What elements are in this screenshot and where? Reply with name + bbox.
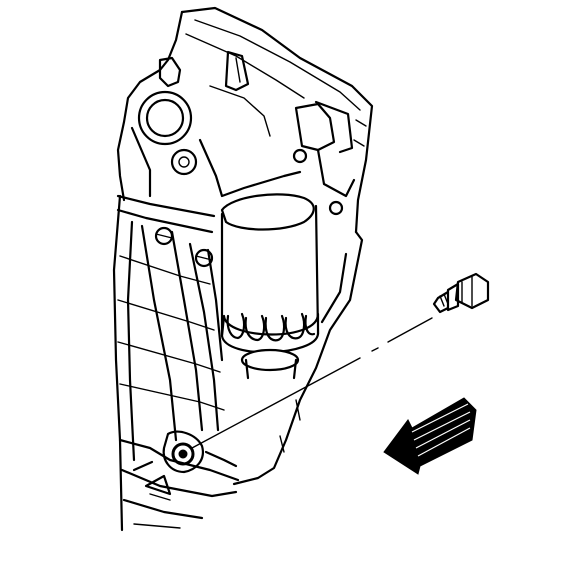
drain-hole: [171, 442, 195, 466]
leader-line: [191, 317, 433, 449]
view-direction-arrow: [383, 397, 477, 475]
oil-pan: [112, 194, 364, 532]
drain-bolt: [432, 272, 490, 314]
engine-block: [116, 6, 374, 234]
engine-port-inner-ring: [145, 98, 185, 138]
pan-bolt: [154, 226, 174, 246]
oil-filter: [220, 193, 320, 380]
engine-boss-bolt: [170, 148, 198, 176]
pan-bolt: [194, 248, 214, 268]
oil-filter-grip-notches: [226, 312, 316, 342]
